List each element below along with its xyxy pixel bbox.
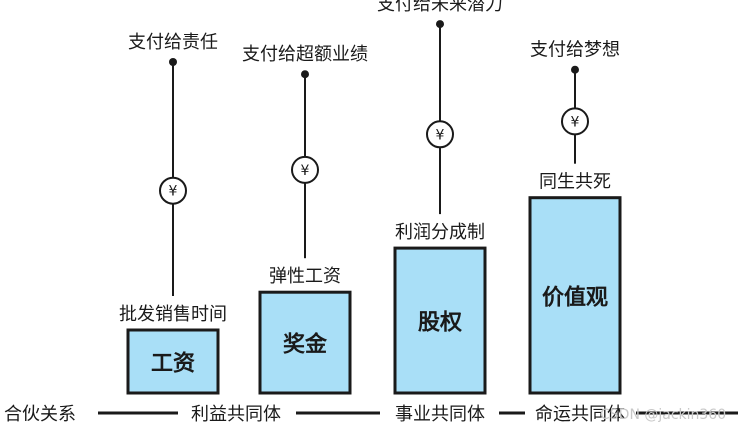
bar-label-4: 价值观 <box>542 284 608 310</box>
yen-symbol: ¥ <box>436 127 445 143</box>
yen-symbol: ¥ <box>301 163 310 179</box>
payment-label-1: 支付给责任 <box>128 32 218 53</box>
connector-dot-2 <box>301 70 309 79</box>
yen-coin-icon <box>561 107 589 136</box>
bar-1 <box>126 328 220 395</box>
connector-dot-4 <box>571 65 579 74</box>
bar-label-3: 股权 <box>418 310 463 336</box>
payment-label-3: 支付给未来潜力 <box>377 0 503 15</box>
baseline-stage-3: 命运共同体 <box>535 404 625 425</box>
yen-coin-icon <box>159 176 187 205</box>
bar-top-label-3: 利润分成制 <box>395 222 485 243</box>
yen-symbol: ¥ <box>169 184 178 200</box>
baseline-title: 合伙关系 <box>4 404 76 425</box>
connector-dot-3 <box>436 20 444 29</box>
connector-dot-1 <box>169 58 177 66</box>
payment-label-4: 支付给梦想 <box>530 40 620 61</box>
bar-4 <box>528 196 622 395</box>
bar-label-2: 奖金 <box>283 332 328 358</box>
yen-symbol: ¥ <box>571 114 580 130</box>
payment-label-2: 支付给超额业绩 <box>242 44 368 65</box>
baseline-stage-1: 利益共同体 <box>191 404 281 425</box>
baseline-row: 合伙关系 利益共同体 事业共同体 命运共同体 <box>4 404 738 425</box>
yen-coin-icon <box>426 120 454 149</box>
watermark: CSDN @jackin360 <box>600 407 726 423</box>
bar-top-label-4: 同生共死 <box>539 172 611 193</box>
yen-coin-icon <box>291 155 319 184</box>
bar-top-label-1: 批发销售时间 <box>119 304 227 325</box>
baseline-stage-2: 事业共同体 <box>395 404 485 425</box>
bar-2 <box>258 290 352 395</box>
bar-label-1: 工资 <box>151 352 195 377</box>
bar-top-label-2: 弹性工资 <box>269 266 341 287</box>
bar-3 <box>393 246 487 395</box>
